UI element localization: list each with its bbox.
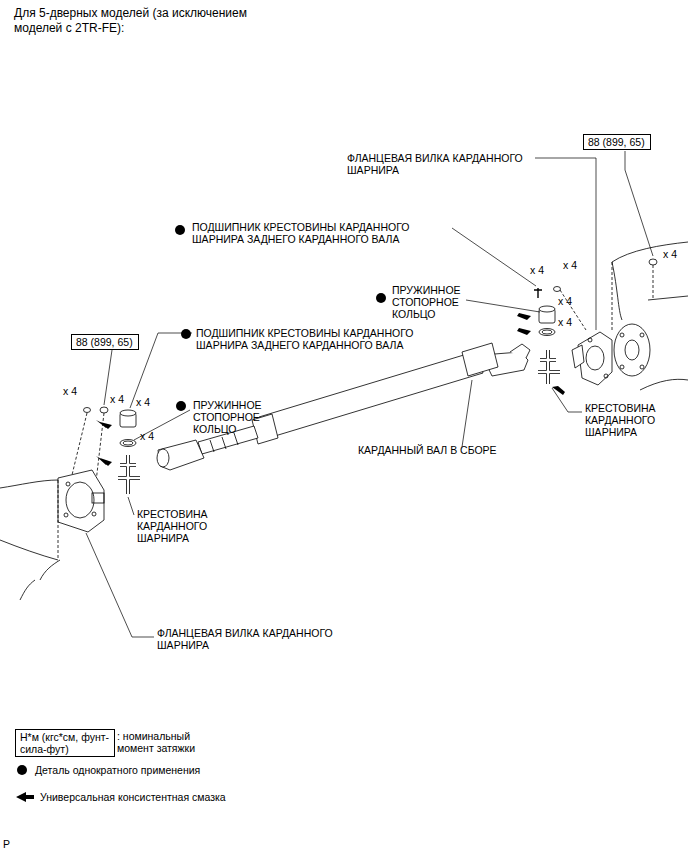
quantity: x 4 [558, 295, 588, 307]
part-name: КАРДАННЫЙ ВАЛ В СБОРЕ [358, 444, 528, 456]
legend-text: Универсальная консистентная смазка [40, 791, 226, 803]
quantity: x 4 [63, 385, 93, 397]
page-marker: P [3, 838, 23, 850]
quantity: x 4 [136, 396, 166, 408]
quantity: x 4 [530, 264, 560, 276]
part-name: КРЕСТОВИНА КАРДАННОГО ШАРНИРА [585, 402, 670, 438]
torque-spec-box: 88 (899, 65) [71, 334, 139, 350]
quantity: x 4 [110, 393, 140, 405]
torque-legend-box: Н*м (кгс*см, фунт-сила-фут) [15, 729, 115, 757]
torque-value: Н*м (кгс*см, фунт-сила-фут) [20, 731, 110, 755]
part-name: ПРУЖИННОЕ СТОПОРНОЕ КОЛЬЦО [392, 284, 467, 320]
part-name: ПРУЖИННОЕ СТОПОРНОЕ КОЛЬЦО [193, 399, 268, 435]
torque-value: 88 (899, 65) [588, 136, 646, 148]
torque-value: 88 (899, 65) [76, 336, 134, 348]
part-name: ФЛАНЦЕВАЯ ВИЛКА КАРДАННОГО ШАРНИРА [347, 152, 542, 176]
legend-text: Деталь однократного применения [35, 764, 200, 776]
part-name: ФЛАНЦЕВАЯ ВИЛКА КАРДАННОГО ШАРНИРА [157, 627, 357, 651]
part-name: КРЕСТОВИНА КАРДАННОГО ШАРНИРА [137, 508, 222, 544]
quantity: x 4 [563, 259, 593, 271]
quantity: x 4 [663, 248, 687, 260]
legend-note: : номинальный момент затяжки [117, 730, 212, 754]
part-name: ПОДШИПНИК КРЕСТОВИНЫ КАРДАННОГО ШАРНИРА … [196, 327, 446, 351]
page-title: Для 5-дверных моделей (за исключением мо… [14, 6, 284, 36]
part-name: ПОДШИПНИК КРЕСТОВИНЫ КАРДАННОГО ШАРНИРА … [192, 221, 442, 245]
quantity: x 4 [558, 316, 588, 328]
quantity: x 4 [140, 430, 170, 442]
torque-spec-box: 88 (899, 65) [583, 134, 651, 150]
